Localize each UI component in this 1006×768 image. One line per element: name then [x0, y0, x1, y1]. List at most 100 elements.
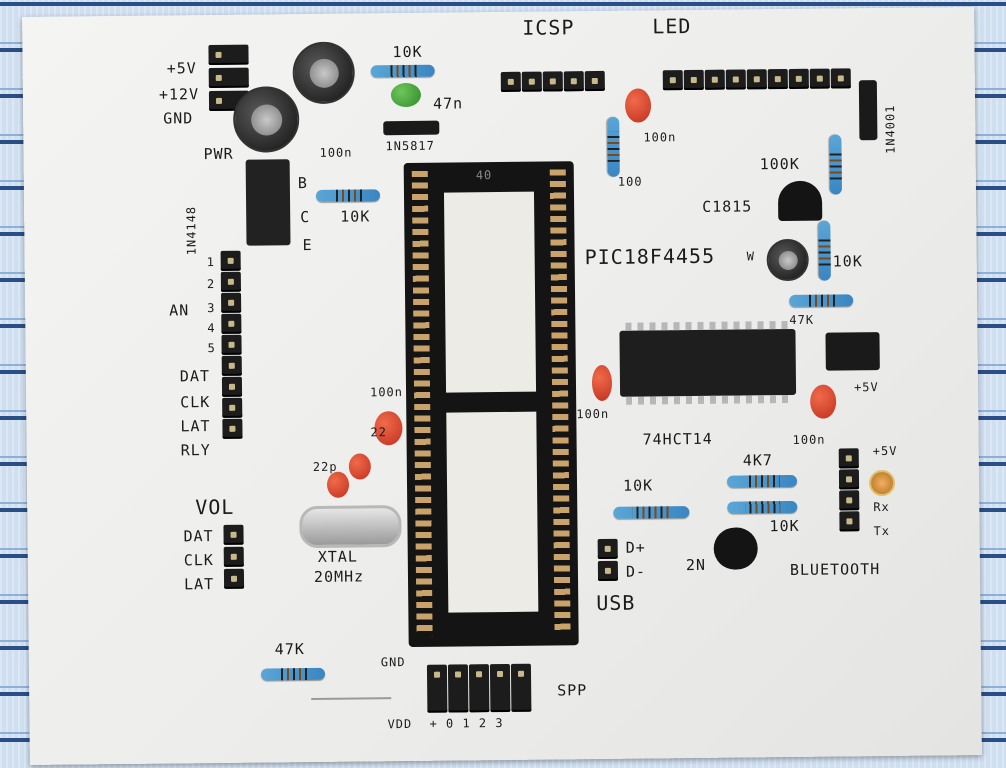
label-100n-xtal: 100n — [369, 385, 404, 400]
pin — [510, 663, 532, 712]
label-an: AN — [169, 301, 190, 320]
pin — [500, 71, 521, 92]
label-spp: SPP — [557, 681, 588, 700]
label-usb: USB — [596, 590, 636, 616]
label-r-mid: 10K — [340, 207, 371, 226]
label-r-icsp: 100 — [617, 174, 643, 189]
pin — [662, 70, 683, 91]
label-bluetooth: BLUETOOTH — [789, 560, 881, 579]
electrolytic-cap — [766, 238, 809, 282]
label-100n-ic2: 100n — [792, 432, 826, 447]
label-100n-icsp: 100n — [643, 130, 677, 145]
label-clk: CLK — [180, 393, 211, 412]
pin — [221, 313, 242, 334]
label-1n4148: 1N4148 — [184, 205, 199, 256]
resistor — [818, 220, 831, 281]
label-vdd: VDD — [387, 716, 413, 732]
perfboard-card: +5V +12V GND PWR 1N4148 B C E 10K 47n 1N… — [22, 7, 982, 765]
ceramic-cap — [810, 384, 837, 419]
pin — [221, 355, 242, 376]
label-vol-lat: LAT — [183, 575, 215, 594]
pin — [839, 490, 860, 511]
label-47n: 47n — [432, 94, 464, 113]
pin — [221, 334, 242, 355]
vol-header — [223, 524, 245, 589]
ic-pins-top — [625, 320, 790, 331]
pin — [746, 69, 767, 90]
pin — [725, 69, 746, 90]
wire-jumper — [311, 697, 392, 701]
pin — [223, 568, 245, 589]
electrolytic-cap — [232, 86, 300, 153]
label-an-4: 4 — [207, 320, 216, 336]
pin — [223, 524, 244, 545]
label-1n5817: 1N5817 — [385, 138, 435, 154]
pin — [838, 469, 860, 490]
label-22: 22 — [370, 425, 388, 440]
label-bt-rx: Rx — [873, 499, 890, 515]
pin — [597, 538, 618, 560]
label-dminus: D- — [625, 562, 647, 581]
label-100n-left: 100n — [319, 145, 353, 160]
resistor — [726, 474, 798, 488]
voltage-regulator — [245, 159, 291, 246]
label-gnd: GND — [163, 109, 194, 128]
label-icsp: ICSP — [522, 15, 575, 40]
led-header — [662, 68, 851, 91]
pin — [683, 69, 704, 91]
label-vol-clk: CLK — [183, 551, 214, 570]
ceramic-cap — [591, 364, 613, 402]
socket-pins-right — [549, 169, 571, 636]
label-10k-low2: 10K — [769, 516, 800, 536]
label-r-right2: 10K — [832, 252, 863, 271]
pin — [542, 71, 563, 92]
power-jumper — [825, 332, 880, 371]
pin — [220, 250, 241, 271]
label-r-top: 10K — [392, 42, 423, 62]
label-spp-pins: + 0 1 2 3 — [429, 716, 504, 731]
pin — [489, 663, 511, 713]
label-bt-tx: Tx — [873, 523, 891, 539]
label-an-5: 5 — [207, 340, 216, 356]
ceramic-cap — [390, 82, 422, 108]
pin — [563, 71, 584, 92]
rectifier-diode — [858, 80, 878, 141]
label-20mhz: 20MHz — [313, 567, 365, 586]
pin — [223, 546, 244, 567]
pin — [830, 68, 851, 89]
transistor-c1815 — [777, 180, 823, 222]
label-dplus: D+ — [625, 538, 646, 557]
label-2n: 2N — [685, 555, 707, 575]
usb-header — [597, 538, 619, 582]
socket-window — [446, 411, 539, 613]
ceramic-cap — [348, 453, 371, 480]
label-c1815: C1815 — [702, 197, 753, 216]
an-header — [220, 250, 243, 439]
electrolytic-cap — [292, 41, 356, 105]
label-an-2: 2 — [206, 276, 216, 292]
resistor — [789, 294, 854, 307]
label-pin40: 40 — [475, 168, 493, 183]
label-b: B — [297, 174, 308, 193]
pin — [220, 271, 241, 292]
label-5v: +5V — [166, 59, 197, 78]
pin — [221, 376, 243, 397]
label-c: C — [300, 207, 311, 227]
label-dat: DAT — [179, 367, 211, 386]
label-pic18f4455: PIC18F4455 — [584, 243, 716, 270]
pin — [788, 68, 809, 89]
label-w: W — [746, 249, 755, 264]
label-4k7: 4K7 — [742, 451, 773, 470]
pin — [208, 44, 249, 66]
pin — [222, 418, 243, 439]
zif-socket-40pin — [403, 161, 579, 647]
pin — [767, 68, 788, 90]
label-led: LED — [652, 13, 692, 39]
resistor — [727, 500, 798, 514]
spp-header — [426, 663, 532, 713]
ceramic-cap — [624, 88, 652, 123]
pin — [809, 68, 830, 89]
transistor-2n — [713, 527, 758, 570]
label-100k: 100K — [759, 154, 800, 174]
label-47k-right: 47K — [789, 312, 815, 327]
